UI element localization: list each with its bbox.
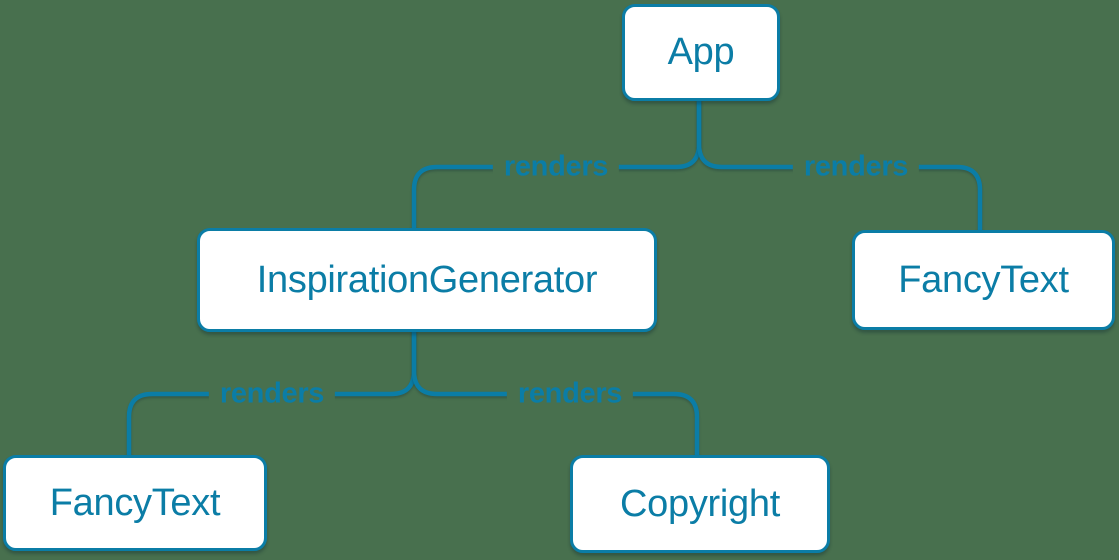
edge-label-renders-inspirationgenerator-fancytext: renders xyxy=(208,376,336,412)
edge-label-renders-app-inspirationgenerator: renders xyxy=(492,149,620,185)
edge-label-renders-inspirationgenerator-copyright: renders xyxy=(506,376,634,412)
node-inspiration-generator: InspirationGenerator xyxy=(197,228,657,332)
node-inspiration-generator-label: InspirationGenerator xyxy=(256,258,598,301)
node-copyright: Copyright xyxy=(570,455,830,553)
node-app: App xyxy=(622,4,780,101)
node-fancy-text-bottom-left: FancyText xyxy=(3,455,267,551)
edge-label-renders-app-fancytext: renders xyxy=(792,149,920,185)
node-copyright-label: Copyright xyxy=(620,482,780,525)
node-app-label: App xyxy=(667,31,735,73)
node-fancy-text-top-right-label: FancyText xyxy=(898,258,1069,301)
node-fancy-text-top-right: FancyText xyxy=(852,230,1115,330)
node-fancy-text-bottom-left-label: FancyText xyxy=(49,481,221,524)
